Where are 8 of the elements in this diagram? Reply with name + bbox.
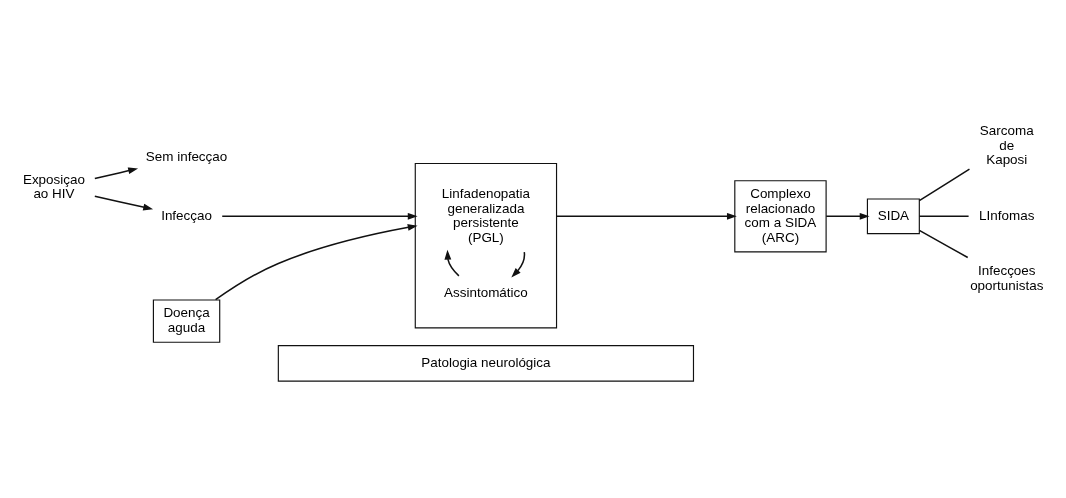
- node-text: LInfomas: [979, 207, 1035, 223]
- node-text: Linfadenopatia generalizada persistente (PGL): [441, 185, 530, 245]
- node-text: Exposiçao ao HIV: [22, 171, 85, 201]
- node-text: Assintomático: [444, 284, 528, 300]
- node-text: Sarcoma de Kaposi: [979, 122, 1034, 167]
- node-text: Infecçoes oportunistas: [970, 262, 1044, 293]
- node-text: Infecçao: [161, 207, 212, 223]
- node-text: Sem infecçao: [145, 148, 228, 164]
